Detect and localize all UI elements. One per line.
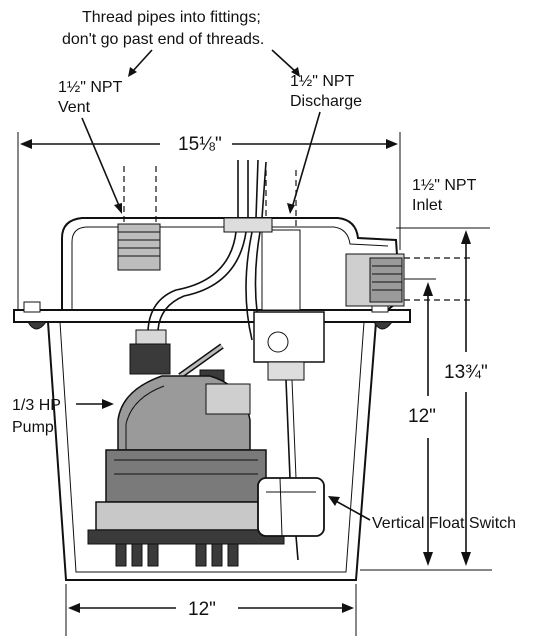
discharge-size-label: 1½" NPT — [290, 73, 355, 90]
inlet-fitting — [345, 227, 490, 307]
inlet-height-dimension — [423, 282, 433, 566]
note-arrows — [128, 49, 300, 77]
overall-width-label: 15⅛" — [178, 134, 222, 155]
thread-note-line2: don't go past end of threads. — [62, 31, 264, 48]
total-height-dimension — [461, 230, 471, 566]
vent-name-label: Vent — [58, 99, 91, 116]
float-switch-label: Vertical Float Switch — [372, 515, 516, 532]
pump — [87, 329, 285, 567]
switch-housing — [253, 311, 325, 479]
power-cords — [147, 159, 273, 341]
pump-base-feet — [115, 543, 239, 567]
discharge-name-label: Discharge — [290, 93, 362, 110]
discharge-fitting — [261, 170, 301, 311]
vent-fitting — [117, 166, 161, 271]
float — [257, 477, 325, 561]
inlet-size-label: 1½" NPT — [412, 177, 477, 194]
pump-arrow — [76, 399, 114, 409]
thread-note-line1: Thread pipes into fittings; — [82, 9, 261, 26]
overall-width-dimension — [17, 132, 401, 310]
total-height-label: 13¾" — [444, 362, 488, 383]
inlet-height-label: 12" — [408, 406, 436, 427]
inlet-name-label: Inlet — [412, 197, 443, 214]
base-width-dimension — [65, 584, 357, 636]
base-width-label: 12" — [188, 599, 216, 620]
vent-size-label: 1½" NPT — [58, 79, 123, 96]
pump-label-line2: Pump — [12, 419, 54, 436]
pump-label-line1: 1/3 HP — [12, 397, 61, 414]
leader-lines — [81, 111, 321, 214]
float-switch-arrow — [328, 496, 371, 521]
